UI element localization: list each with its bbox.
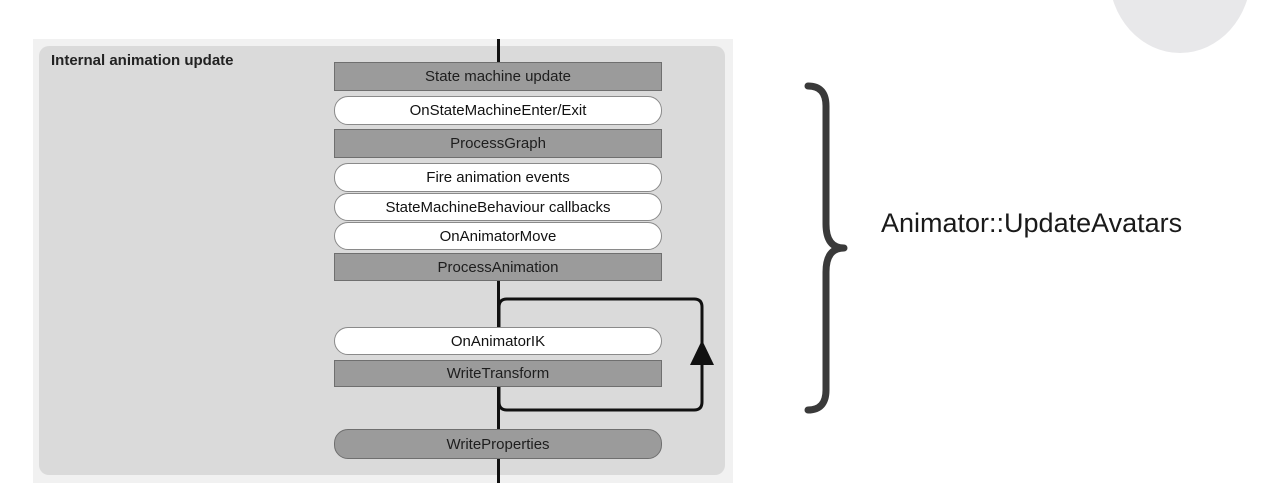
- step-process-animation: ProcessAnimation: [334, 253, 662, 281]
- curly-brace-icon: [804, 82, 848, 414]
- step-on-state-machine-enter-exit: OnStateMachineEnter/Exit: [334, 96, 662, 125]
- loop-arrowhead-icon: [690, 340, 714, 365]
- flow-line-after-write-transform: [497, 387, 500, 429]
- brace-label: Animator::UpdateAvatars: [881, 208, 1183, 238]
- step-on-animator-move: OnAnimatorMove: [334, 222, 662, 250]
- loop-path: [497, 297, 704, 412]
- step-state-machine-behaviour-callbacks: StateMachineBehaviour callbacks: [334, 193, 662, 221]
- flow-line-bottom: [497, 459, 500, 483]
- step-write-properties: WriteProperties: [334, 429, 662, 459]
- panel-title: Internal animation update: [51, 52, 234, 69]
- step-fire-animation-events: Fire animation events: [334, 163, 662, 192]
- corner-decoration-circle: [1109, 0, 1251, 53]
- step-state-machine-update: State machine update: [334, 62, 662, 91]
- step-write-transform: WriteTransform: [334, 360, 662, 387]
- step-process-graph: ProcessGraph: [334, 129, 662, 158]
- flow-line-top: [497, 39, 500, 62]
- ik-loop-arrow: [497, 297, 714, 412]
- step-on-animator-ik: OnAnimatorIK: [334, 327, 662, 355]
